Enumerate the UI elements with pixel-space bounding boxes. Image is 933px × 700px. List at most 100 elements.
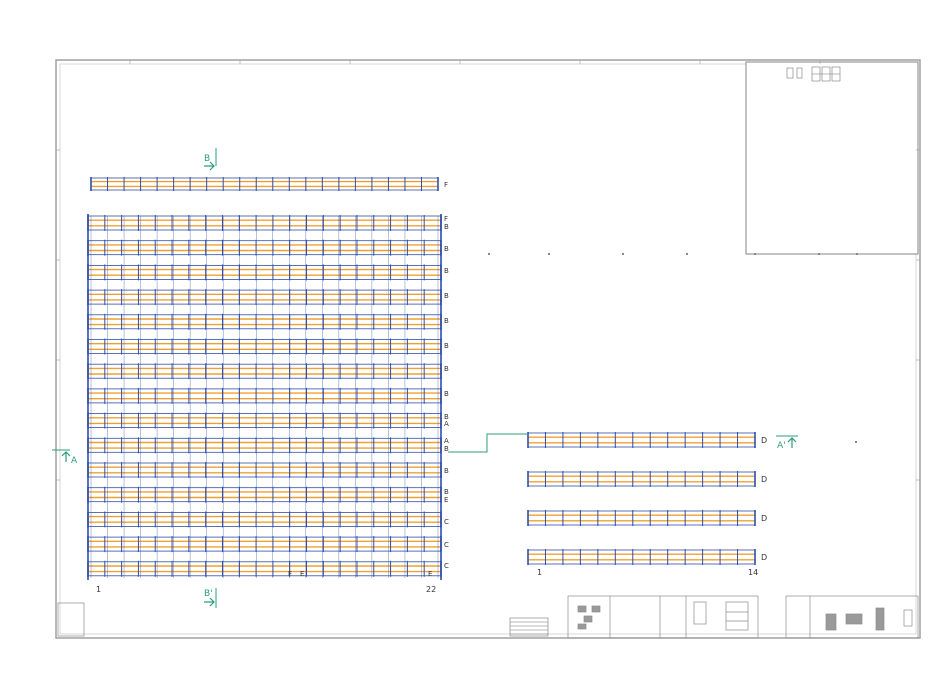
rack-row (527, 549, 756, 565)
row-label: B (444, 245, 449, 253)
rack-row (87, 313, 442, 330)
row-labels-right: D D D D (761, 436, 767, 562)
rack-outline (527, 471, 756, 487)
rack-outline (87, 289, 442, 305)
column-mark (856, 253, 858, 255)
column-label-start: 1 (96, 585, 101, 594)
section-marker-b-top: B (204, 148, 217, 171)
rack-row (90, 177, 439, 191)
rack-outline (87, 561, 442, 577)
building-walls (55, 59, 921, 639)
row-label: B (444, 467, 449, 475)
rack-outline (87, 339, 442, 354)
row-label: B (444, 445, 449, 453)
column-mark (488, 253, 490, 255)
rack-row (87, 289, 442, 306)
desk (583, 615, 593, 623)
row-label: C (444, 562, 449, 570)
column-label-end: 22 (426, 585, 436, 594)
stair-icon (509, 617, 549, 637)
section-arrow-icon (204, 161, 215, 171)
column-mark (855, 441, 857, 443)
rack-outline (527, 432, 756, 448)
fixture (796, 67, 803, 79)
rack-row (87, 412, 442, 429)
rack-row (87, 239, 442, 256)
section-arrow-icon (204, 597, 215, 607)
rack-outline (87, 264, 442, 280)
inner-mark: F (288, 570, 292, 578)
column-mark (818, 253, 820, 255)
inner-mark: E (300, 570, 304, 578)
stair-outline (509, 617, 549, 637)
row-label: A (444, 437, 449, 445)
rack-row (87, 264, 442, 281)
row-label: D (761, 475, 767, 484)
rack-outline (527, 510, 756, 526)
row-label: D (761, 514, 767, 523)
racking-block-right (527, 432, 756, 565)
rack-outline (87, 536, 442, 552)
rack-outline (87, 512, 442, 527)
column-mark (622, 253, 624, 255)
row-label: F (444, 181, 448, 189)
rack-row (87, 536, 442, 553)
row-label: D (761, 436, 767, 445)
row-label: B (444, 390, 449, 398)
rack-outline (87, 388, 442, 404)
desk (825, 613, 837, 631)
fixture (786, 67, 794, 79)
rack-outline (87, 437, 442, 453)
section-label-b: B (204, 154, 210, 164)
washroom (693, 601, 707, 625)
row-label: C (444, 541, 449, 549)
row-label: B (444, 317, 449, 325)
rack-outline (87, 363, 442, 379)
column-grid-marks (56, 60, 920, 481)
rack-outline (527, 549, 756, 565)
corner-room (57, 602, 85, 637)
row-label: D (761, 553, 767, 562)
row-label: E (444, 496, 448, 504)
service-rooms (567, 595, 919, 639)
rack-outline (87, 240, 442, 256)
column-label-end-right: 14 (748, 568, 758, 577)
rack-outline (90, 177, 439, 191)
row-label: B (444, 342, 449, 350)
desk (903, 609, 913, 627)
desk (875, 607, 885, 631)
rack-row (87, 486, 442, 503)
rack-row (87, 387, 442, 404)
rack-outline (87, 487, 442, 503)
rack-row (87, 560, 442, 577)
row-label: F (444, 215, 448, 223)
rack-row (87, 462, 442, 478)
desk (845, 613, 863, 625)
office-fixtures (786, 66, 841, 82)
row-label: B (444, 292, 449, 300)
section-arrow-icon (787, 437, 797, 448)
conveyor-line (448, 433, 527, 453)
rack-outline (87, 413, 442, 429)
row-label: A (444, 420, 449, 428)
row-label: B (444, 267, 449, 275)
column-mark (754, 253, 756, 255)
rack-row (527, 471, 756, 487)
rack-row (87, 215, 442, 231)
rack-row (527, 510, 756, 526)
row-label: B (444, 488, 449, 496)
section-marker-b-bottom: B' (204, 588, 217, 608)
rack-row (87, 363, 442, 380)
rack-row (527, 432, 756, 448)
rack-row (87, 511, 442, 528)
rack-row (87, 437, 442, 454)
column-label-start-right: 1 (537, 568, 542, 577)
section-marker-a-left: A (52, 449, 78, 466)
service-room (785, 595, 919, 639)
racking-block-left (87, 177, 442, 580)
section-label-a: A (71, 456, 78, 466)
rack-row (87, 338, 442, 355)
rack-outline (87, 215, 442, 231)
rack-outline (87, 462, 442, 478)
column-mark (548, 253, 550, 255)
